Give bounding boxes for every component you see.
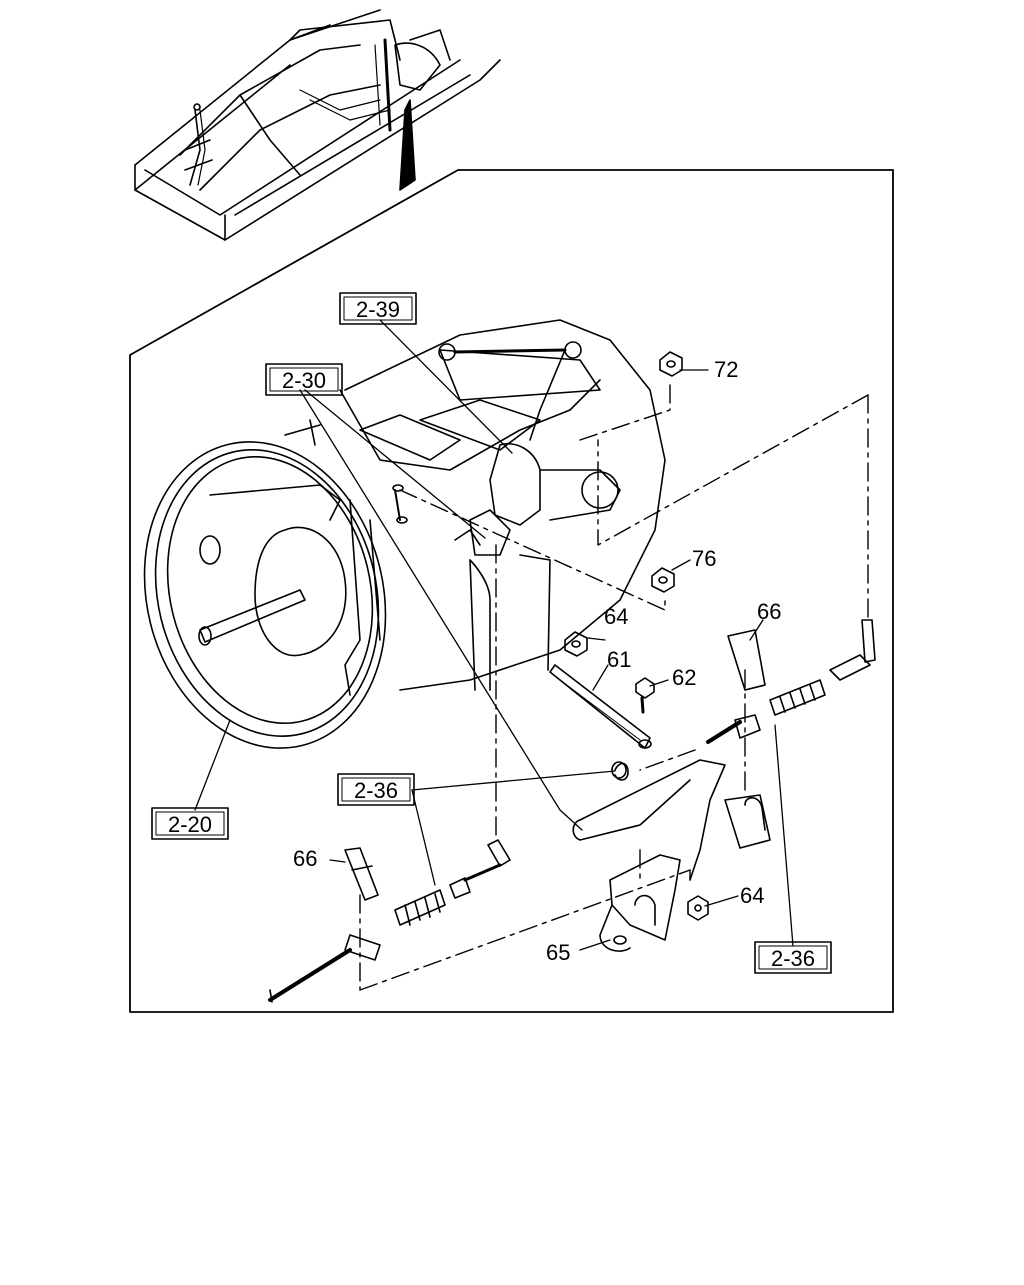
bracket-assembly — [549, 664, 771, 952]
part-label-66-right: 66 — [757, 599, 781, 624]
shift-cable-left — [268, 839, 511, 1003]
ref-label-2-39: 2-39 — [356, 297, 400, 322]
part-label-76: 76 — [692, 546, 716, 571]
part-label-64-upper: 64 — [604, 604, 628, 629]
detail-frame — [129, 169, 894, 1013]
leader-lines — [359, 384, 869, 991]
part-labels: 72 76 64 61 62 66 66 64 65 — [293, 357, 781, 965]
ref-label-2-36-upper: 2-36 — [354, 778, 398, 803]
ref-label-2-36-lower: 2-36 — [771, 946, 815, 971]
clutch-housing — [143, 441, 387, 749]
ref-label-2-30: 2-30 — [282, 368, 326, 393]
part-label-66-left: 66 — [293, 846, 317, 871]
reference-labels: 2-39 2-30 2-20 2-36 2-36 — [168, 297, 815, 971]
part-label-65: 65 — [546, 940, 570, 965]
part-label-72: 72 — [714, 357, 738, 382]
ref-label-2-20: 2-20 — [168, 812, 212, 837]
part-label-61: 61 — [607, 647, 631, 672]
transmission-body — [284, 319, 666, 691]
shift-cable-right — [706, 619, 876, 744]
part-label-62: 62 — [672, 665, 696, 690]
fasteners — [564, 351, 709, 921]
vehicle-frame-inset — [134, 9, 501, 241]
part-label-64-lower: 64 — [740, 883, 764, 908]
reference-boxes — [151, 292, 832, 974]
